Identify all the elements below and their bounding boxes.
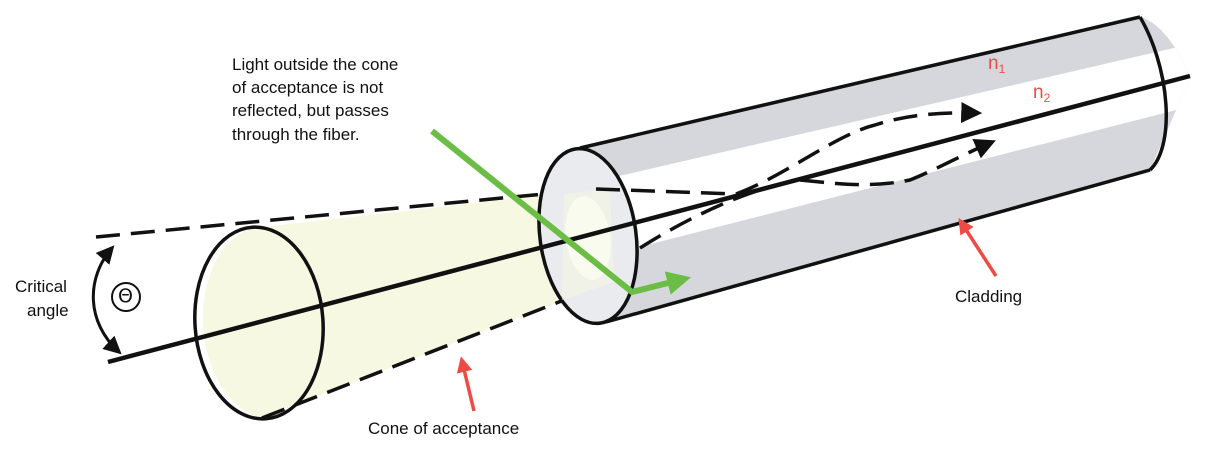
cone-lower-edge: [261, 280, 611, 420]
fiber-axis-line: [107, 73, 1191, 365]
cladding-bottom-edge: [605, 168, 1151, 324]
cladding-label: Cladding: [955, 287, 1023, 306]
cone-of-acceptance-label: Cone of acceptance: [368, 419, 520, 438]
guided-ray-upper: [595, 102, 983, 196]
light-note-line-2: of acceptance is not: [232, 78, 384, 97]
light-note-line-4: through the fiber.: [232, 125, 360, 144]
escaping-light-ray: [430, 128, 691, 296]
n1-index-label: n1: [988, 53, 1006, 76]
guided-ray-lower: [639, 139, 996, 250]
cone-pointer-arrow: [456, 356, 476, 412]
acceptance-cone-base: [193, 225, 325, 421]
theta-symbol: Θ: [118, 285, 133, 307]
cladding-pointer-arrow: [958, 218, 998, 277]
core-band: [580, 42, 1190, 262]
acceptance-cone-fill: [202, 189, 610, 418]
critical-angle-arc: [91, 245, 122, 355]
n2-index-label: n2: [1033, 82, 1051, 105]
cladding-top-edge: [579, 15, 1141, 150]
cladding-back-arc: [1138, 16, 1169, 172]
critical-angle-label-1: Critical: [15, 277, 67, 296]
cone-upper-edge: [95, 187, 597, 239]
light-note-line-1: Light outside the cone: [232, 55, 399, 74]
theta-circle: [111, 282, 141, 312]
light-note-line-3: reflected, but passes: [232, 101, 389, 120]
critical-angle-label-2: angle: [27, 301, 69, 320]
cone-through-face: [562, 189, 614, 300]
